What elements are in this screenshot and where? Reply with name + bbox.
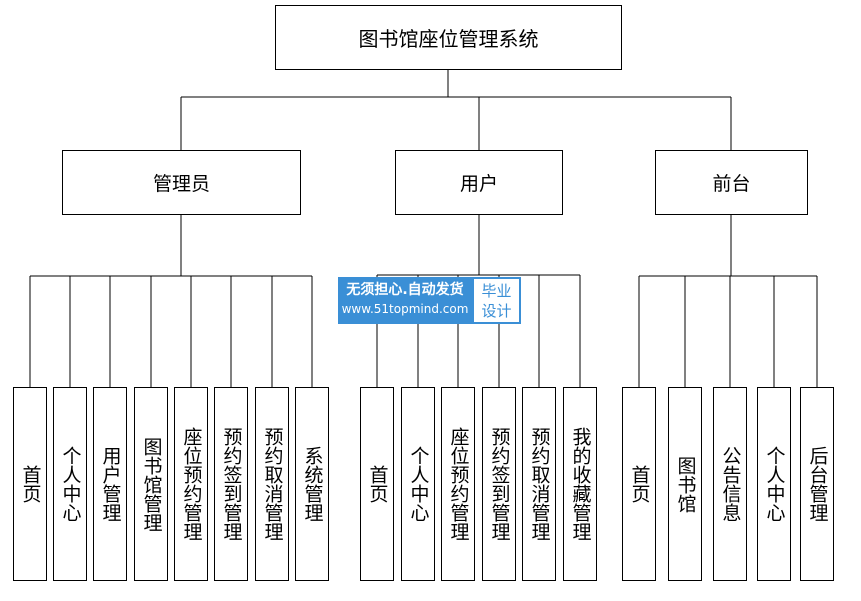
leaf-admin-library-management: 图书馆管理 (134, 387, 168, 581)
leaf-user-home: 首页 (360, 387, 394, 581)
leaf-front-home: 首页 (622, 387, 656, 581)
branch-frontend: 前台 (655, 150, 808, 215)
branch-user: 用户 (395, 150, 563, 215)
leaf-admin-system: 系统管理 (295, 387, 329, 581)
leaf-user-personal-center: 个人中心 (401, 387, 435, 581)
leaf-user-cancel: 预约取消管理 (522, 387, 556, 581)
watermark-url: www.51topmind.com (341, 302, 469, 316)
leaf-admin-personal-center: 个人中心 (53, 387, 87, 581)
leaf-admin-cancel: 预约取消管理 (255, 387, 289, 581)
watermark-banner: 无须担心.自动发货 www.51topmind.com (338, 277, 472, 324)
leaf-user-seat-reservation: 座位预约管理 (441, 387, 475, 581)
leaf-front-personal-center: 个人中心 (757, 387, 791, 581)
leaf-admin-home: 首页 (13, 387, 47, 581)
leaf-front-announcements: 公告信息 (713, 387, 747, 581)
leaf-user-favorites: 我的收藏管理 (563, 387, 597, 581)
watermark-line1: 无须担心.自动发货 (346, 282, 464, 298)
leaf-front-admin-panel: 后台管理 (800, 387, 834, 581)
leaf-admin-seat-reservation: 座位预约管理 (174, 387, 208, 581)
branch-admin: 管理员 (62, 150, 301, 215)
watermark-badge: 毕业设计 (472, 277, 521, 324)
leaf-user-checkin: 预约签到管理 (482, 387, 516, 581)
leaf-front-library: 图书馆 (668, 387, 702, 581)
leaf-admin-checkin: 预约签到管理 (214, 387, 248, 581)
watermark: 无须担心.自动发货 www.51topmind.com 毕业设计 (338, 277, 521, 324)
root-node: 图书馆座位管理系统 (275, 5, 622, 70)
leaf-admin-user-management: 用户管理 (93, 387, 127, 581)
